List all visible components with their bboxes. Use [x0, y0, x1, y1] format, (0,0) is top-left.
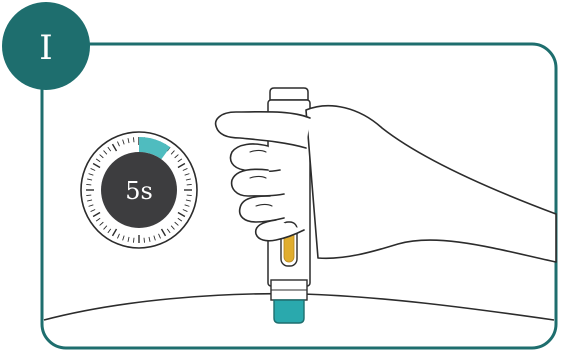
pen-needle-shield	[274, 300, 304, 323]
timer-dial: 5s	[81, 132, 197, 248]
timer-tick	[133, 137, 134, 142]
timer-tick	[86, 184, 91, 185]
timer-tick	[144, 238, 145, 243]
pen-top	[270, 88, 308, 100]
timer-tick	[187, 195, 192, 196]
timer-label: 5s	[125, 177, 153, 205]
step-badge: I	[2, 2, 90, 90]
timer-tick	[86, 195, 91, 196]
timer-tick	[187, 184, 192, 185]
step-letter: I	[39, 28, 52, 68]
timer-tick	[133, 238, 134, 243]
